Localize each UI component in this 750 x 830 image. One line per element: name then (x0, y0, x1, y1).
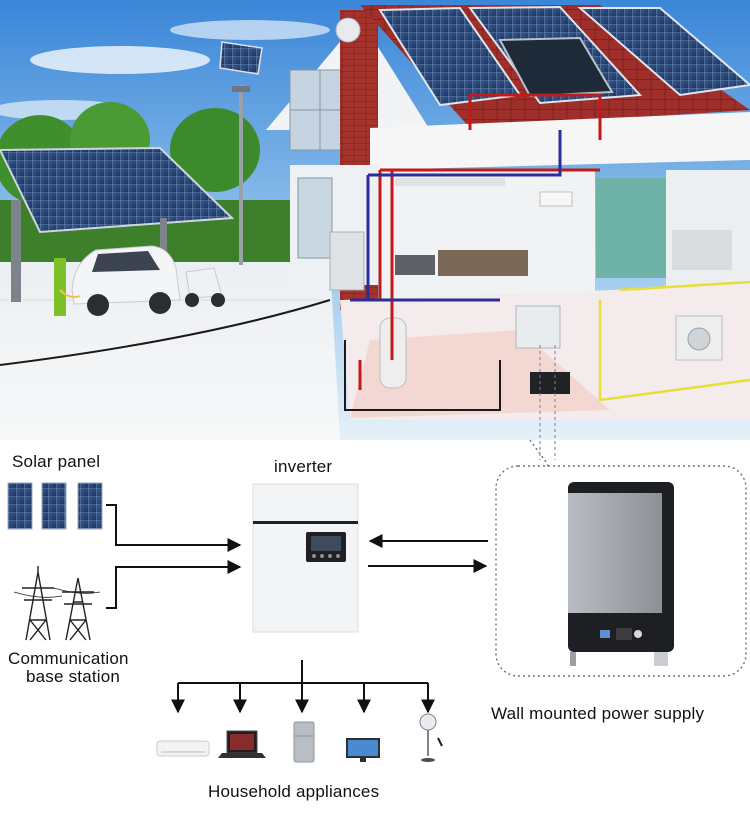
wall-mounted-power-supply-label: Wall mounted power supply (491, 704, 705, 723)
wall-battery-icon (568, 482, 674, 666)
refrigerator-icon (293, 721, 315, 763)
communication-label-line2: base station (26, 667, 121, 686)
solar-street-lamp-icon (219, 41, 263, 265)
air-conditioner-icon (156, 740, 210, 757)
household-appliances-label: Household appliances (208, 782, 380, 801)
communication-base-station-label: Communication base station (8, 650, 129, 686)
laptop-icon (218, 730, 266, 758)
electric-car-icon (59, 245, 181, 316)
house-illustration (0, 0, 750, 460)
inverter-icon (252, 483, 359, 633)
fan-icon (419, 713, 443, 762)
flow-arrows (106, 504, 488, 714)
tv-icon (346, 738, 380, 762)
solar-panel-label: Solar panel (12, 452, 101, 471)
solar-carport-icon (0, 146, 235, 316)
solar-panel-icon (7, 482, 103, 530)
inverter-label: inverter (274, 457, 333, 476)
house-cutaway-illustration (0, 5, 750, 460)
wall-supply-callout (495, 439, 747, 677)
scooter-icon (185, 267, 225, 307)
transmission-tower-icon (13, 566, 101, 641)
communication-label-line1: Communication (8, 649, 129, 668)
